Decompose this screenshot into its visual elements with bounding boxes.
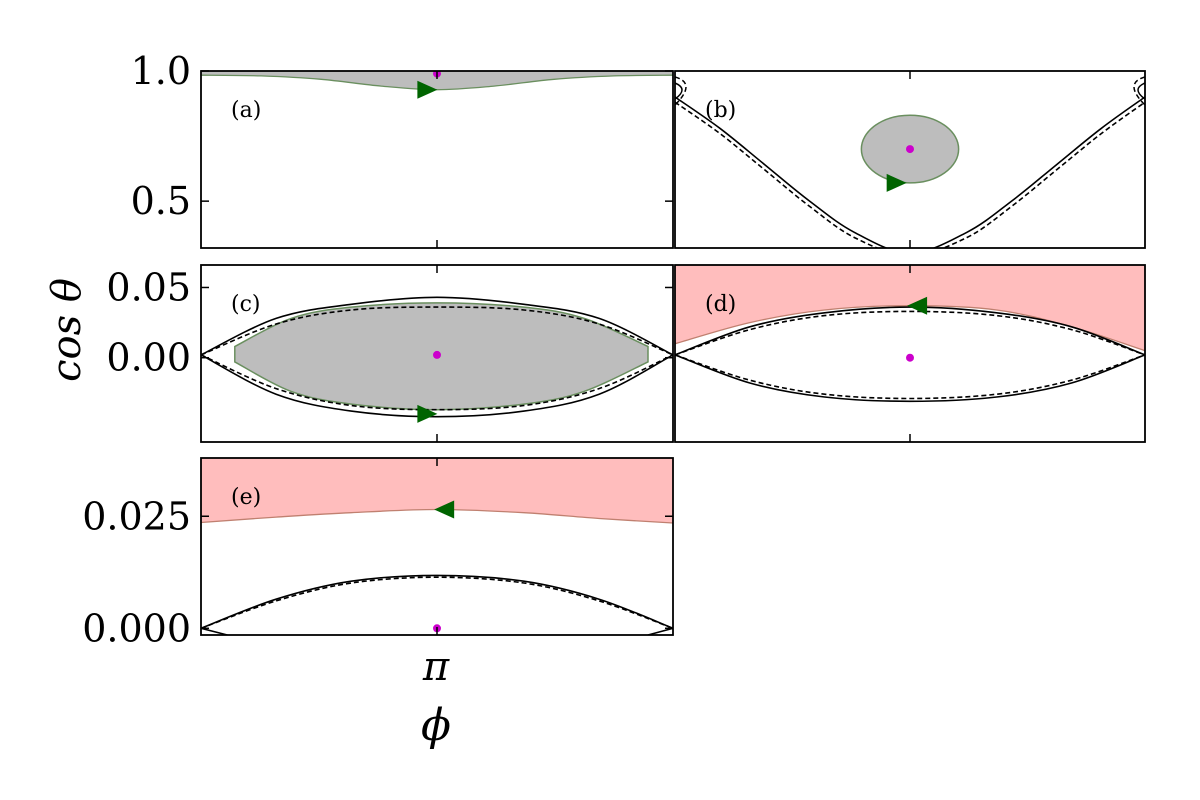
dashed-separatrix-curve — [675, 310, 1145, 356]
dashed-separatrix-curve — [675, 101, 1145, 248]
y-tick-label: 1.0 — [131, 49, 191, 93]
unstable-region — [201, 458, 673, 523]
y-axis-label: cos θ — [44, 278, 90, 382]
panel-label: (d) — [705, 292, 736, 317]
panel-label: (e) — [231, 485, 261, 510]
panel-label: (b) — [705, 98, 736, 123]
y-tick-label: 0.00 — [106, 336, 191, 380]
solid-separatrix-curve — [675, 96, 1145, 248]
flow-direction-arrow — [434, 500, 455, 519]
plot-area — [675, 265, 1145, 403]
solid-separatrix-curve — [201, 296, 673, 356]
y-tick-label: 0.025 — [82, 494, 191, 538]
panel-b: (b) — [674, 70, 1146, 249]
panel-label: (c) — [231, 292, 261, 317]
fixed-point-marker — [433, 350, 441, 359]
plot-area — [201, 296, 673, 423]
corner-solid-curve — [1137, 82, 1145, 100]
dashed-separatrix-curve — [675, 354, 1145, 400]
panel-a: 0.5 1.0 (a) — [131, 49, 674, 249]
stable-region — [234, 302, 649, 411]
plot-area — [201, 71, 673, 99]
dashed-separatrix-curve — [201, 576, 673, 630]
solid-separatrix-curve — [201, 574, 673, 630]
corner-dashed-curve — [1133, 76, 1145, 106]
flow-direction-arrow — [886, 173, 907, 192]
unstable-region — [675, 265, 1145, 351]
panel-d: (d) — [674, 264, 1146, 443]
panel-frame — [200, 70, 674, 249]
panel-e: 0.000 0.025 (e) — [82, 457, 674, 650]
corner-dashed-curve — [675, 76, 687, 106]
x-tick-label-pi: π — [422, 644, 450, 690]
corner-solid-curve — [675, 82, 683, 100]
y-tick-label: 0.000 — [82, 606, 191, 650]
flow-direction-arrow — [417, 80, 438, 99]
y-tick-label: 0.5 — [131, 179, 191, 223]
flow-direction-arrow — [907, 296, 928, 315]
x-axis-label: ϕ — [421, 700, 451, 751]
solid-separatrix-curve — [201, 354, 673, 418]
panel-label: (a) — [231, 98, 261, 123]
plot-area — [675, 76, 1145, 248]
solid-separatrix-curve — [675, 354, 1145, 403]
dashed-separatrix-curve — [201, 306, 673, 356]
y-tick-label: 0.05 — [106, 265, 191, 309]
solid-separatrix-curve — [675, 306, 1145, 356]
fixed-point-marker — [906, 353, 914, 362]
dashed-separatrix-curve — [201, 354, 673, 411]
fixed-point-marker — [906, 145, 914, 154]
solid-separatrix-curve — [647, 627, 673, 635]
panel-c: 0.00 0.05 (c) — [106, 264, 674, 443]
flow-direction-arrow — [417, 404, 438, 423]
plot-area — [201, 458, 673, 635]
solid-separatrix-curve — [201, 627, 228, 635]
stable-region — [201, 71, 673, 90]
